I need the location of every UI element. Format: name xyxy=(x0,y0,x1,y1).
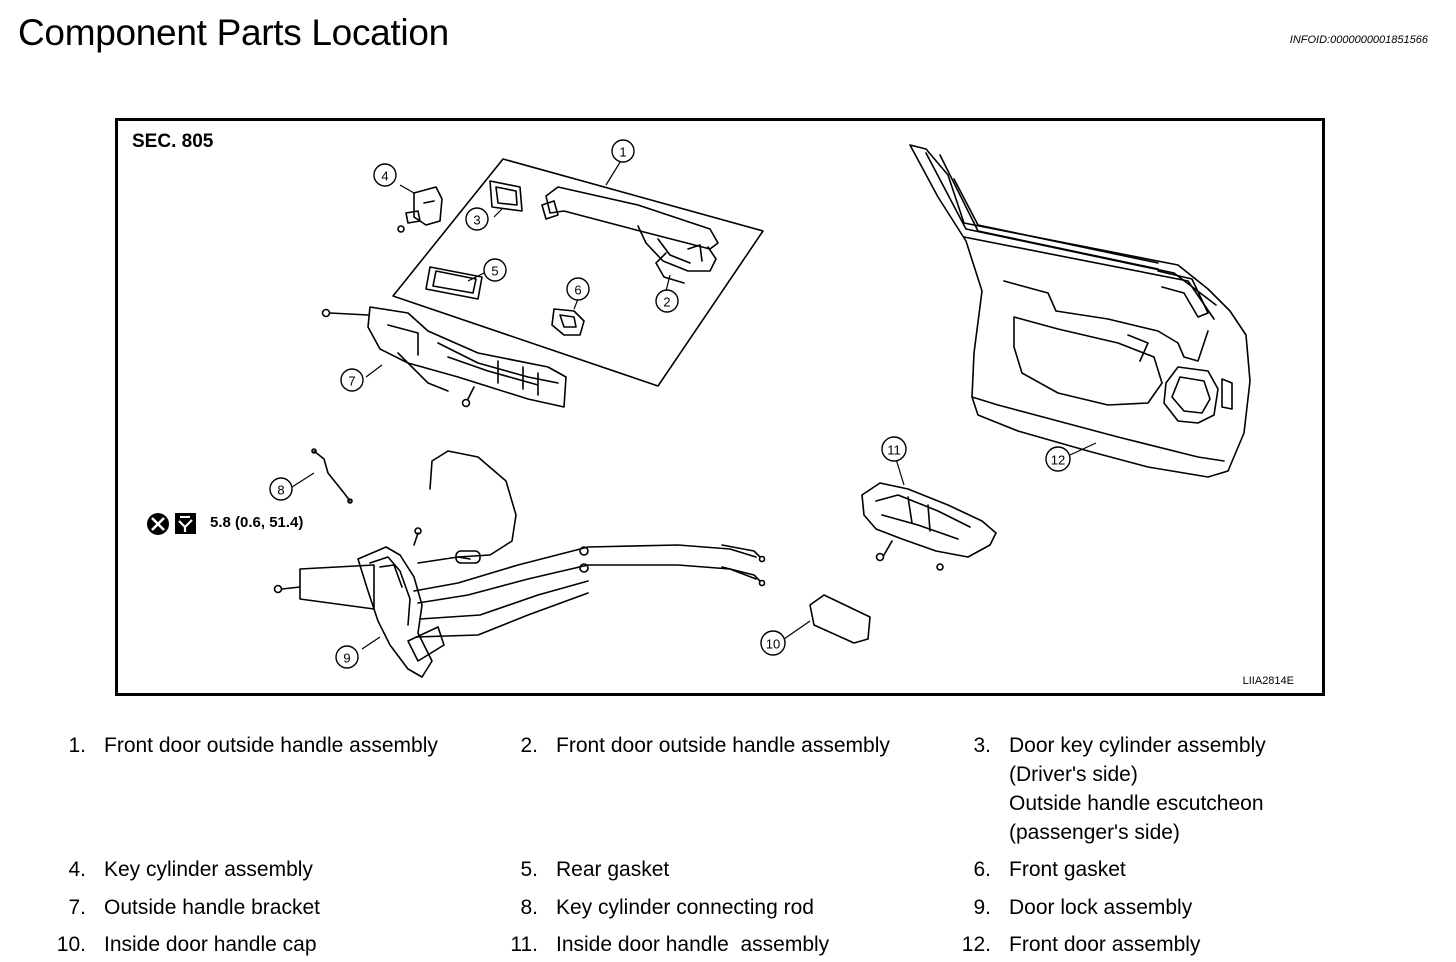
legend-text: Door lock assembly xyxy=(1009,896,1193,919)
rear-gasket-drawing xyxy=(425,266,483,300)
legend-item: 2. Front door outside handle assembly xyxy=(492,731,890,760)
legend-text: Key cylinder connecting rod xyxy=(556,896,814,919)
section-label: SEC. 805 xyxy=(132,131,214,152)
legend-text: Inside door handle cap xyxy=(104,933,317,956)
callout-7-number: 7 xyxy=(348,374,355,389)
legend-number: 4. xyxy=(68,858,86,881)
door-drawing xyxy=(909,144,1251,478)
callout-6-number: 6 xyxy=(574,283,581,298)
handle-cap-drawing xyxy=(809,594,871,644)
legend-item: 9. Door lock assembly xyxy=(945,893,1192,922)
callout-11-number: 11 xyxy=(887,443,901,458)
legend-item: 5. Rear gasket xyxy=(492,855,669,884)
legend-item: 11. Inside door handle assembly xyxy=(492,930,829,959)
connecting-rod-drawing xyxy=(313,450,351,502)
legend-number: 11. xyxy=(510,933,538,956)
legend-item: 6. Front gasket xyxy=(945,855,1126,884)
legend-text: Inside door handle assembly xyxy=(556,933,830,956)
callout-12-number: 12 xyxy=(1051,453,1065,468)
legend-item: 12. Front door assembly xyxy=(945,930,1201,959)
legend-item: 3. Door key cylinder assembly (Driver's … xyxy=(945,731,1266,847)
front-gasket-drawing xyxy=(551,308,585,336)
legend-item: 10. Inside door handle cap xyxy=(40,930,317,959)
info-id: INFOID:0000000001851566 xyxy=(1289,34,1428,46)
callout-9-number: 9 xyxy=(343,651,350,666)
legend-text: Front gasket xyxy=(1009,858,1126,881)
no-reuse-icon xyxy=(147,513,169,535)
torque-wrench-icon xyxy=(175,513,196,534)
door-lock-drawing xyxy=(273,527,445,678)
legend-number: 12. xyxy=(961,933,991,956)
legend-number: 7. xyxy=(68,896,86,919)
callout-2 xyxy=(655,289,679,313)
callout-12 xyxy=(1045,446,1071,472)
torque-spec: 5.8 (0.6, 51.4) xyxy=(210,514,304,531)
legend-item: 7. Outside handle bracket xyxy=(40,893,320,922)
legend-number: 3. xyxy=(973,734,991,757)
legend-item: 4. Key cylinder assembly xyxy=(40,855,313,884)
callout-11 xyxy=(881,436,907,462)
window-glass-drawing xyxy=(953,178,1159,264)
legend-number: 8. xyxy=(520,896,538,919)
legend-number: 5. xyxy=(520,858,538,881)
key-cylinder-drawing xyxy=(397,186,443,233)
legend-number: 9. xyxy=(973,896,991,919)
legend-text: Key cylinder assembly xyxy=(104,858,313,881)
legend-text: Front door assembly xyxy=(1009,933,1201,956)
callout-5 xyxy=(483,258,507,282)
figure-code: LIIA2814E xyxy=(1242,675,1294,687)
exploded-view-frame xyxy=(392,158,764,387)
cable-drawing xyxy=(413,450,766,638)
callout-10 xyxy=(760,630,786,656)
legend-number: 10. xyxy=(56,933,86,956)
legend-number: 6. xyxy=(973,858,991,881)
callout-2-number: 2 xyxy=(663,295,670,310)
callout-7 xyxy=(340,368,364,392)
legend-item: 1. Front door outside handle assembly xyxy=(40,731,438,760)
component-diagram: 1 2 3 4 5 6 7 8 9 10 11 12 SEC. 805 5.8 … xyxy=(115,118,1325,696)
legend-item: 8. Key cylinder connecting rod xyxy=(492,893,814,922)
callout-8 xyxy=(269,477,293,501)
callout-1-number: 1 xyxy=(619,145,626,160)
callout-1 xyxy=(611,139,635,163)
inside-handle-drawing xyxy=(861,482,997,571)
page-title: Component Parts Location xyxy=(18,12,449,53)
handle-bracket-drawing xyxy=(321,306,567,408)
callout-5-number: 5 xyxy=(491,264,498,279)
legend-number: 2. xyxy=(520,734,538,757)
legend-text: Front door outside handle assembly xyxy=(104,734,438,757)
legend-text: Outside handle bracket xyxy=(104,896,320,919)
callout-4 xyxy=(373,163,397,187)
callout-3-number: 3 xyxy=(473,213,480,228)
callout-10-number: 10 xyxy=(766,637,780,652)
callout-3 xyxy=(465,207,489,231)
outside-handle-drawing xyxy=(541,186,719,284)
diagram-drawing: 1 2 3 4 5 6 7 8 9 10 11 12 xyxy=(147,139,1251,678)
callout-6 xyxy=(566,277,590,301)
legend-number: 1. xyxy=(68,734,86,757)
legend-text: Front door outside handle assembly xyxy=(556,734,890,757)
escutcheon-drawing xyxy=(489,180,523,212)
legend-text: Door key cylinder assembly (Driver's sid… xyxy=(1009,734,1266,844)
callout-9 xyxy=(335,645,359,669)
legend-text: Rear gasket xyxy=(556,858,670,881)
callout-4-number: 4 xyxy=(381,169,388,184)
callout-8-number: 8 xyxy=(277,483,284,498)
